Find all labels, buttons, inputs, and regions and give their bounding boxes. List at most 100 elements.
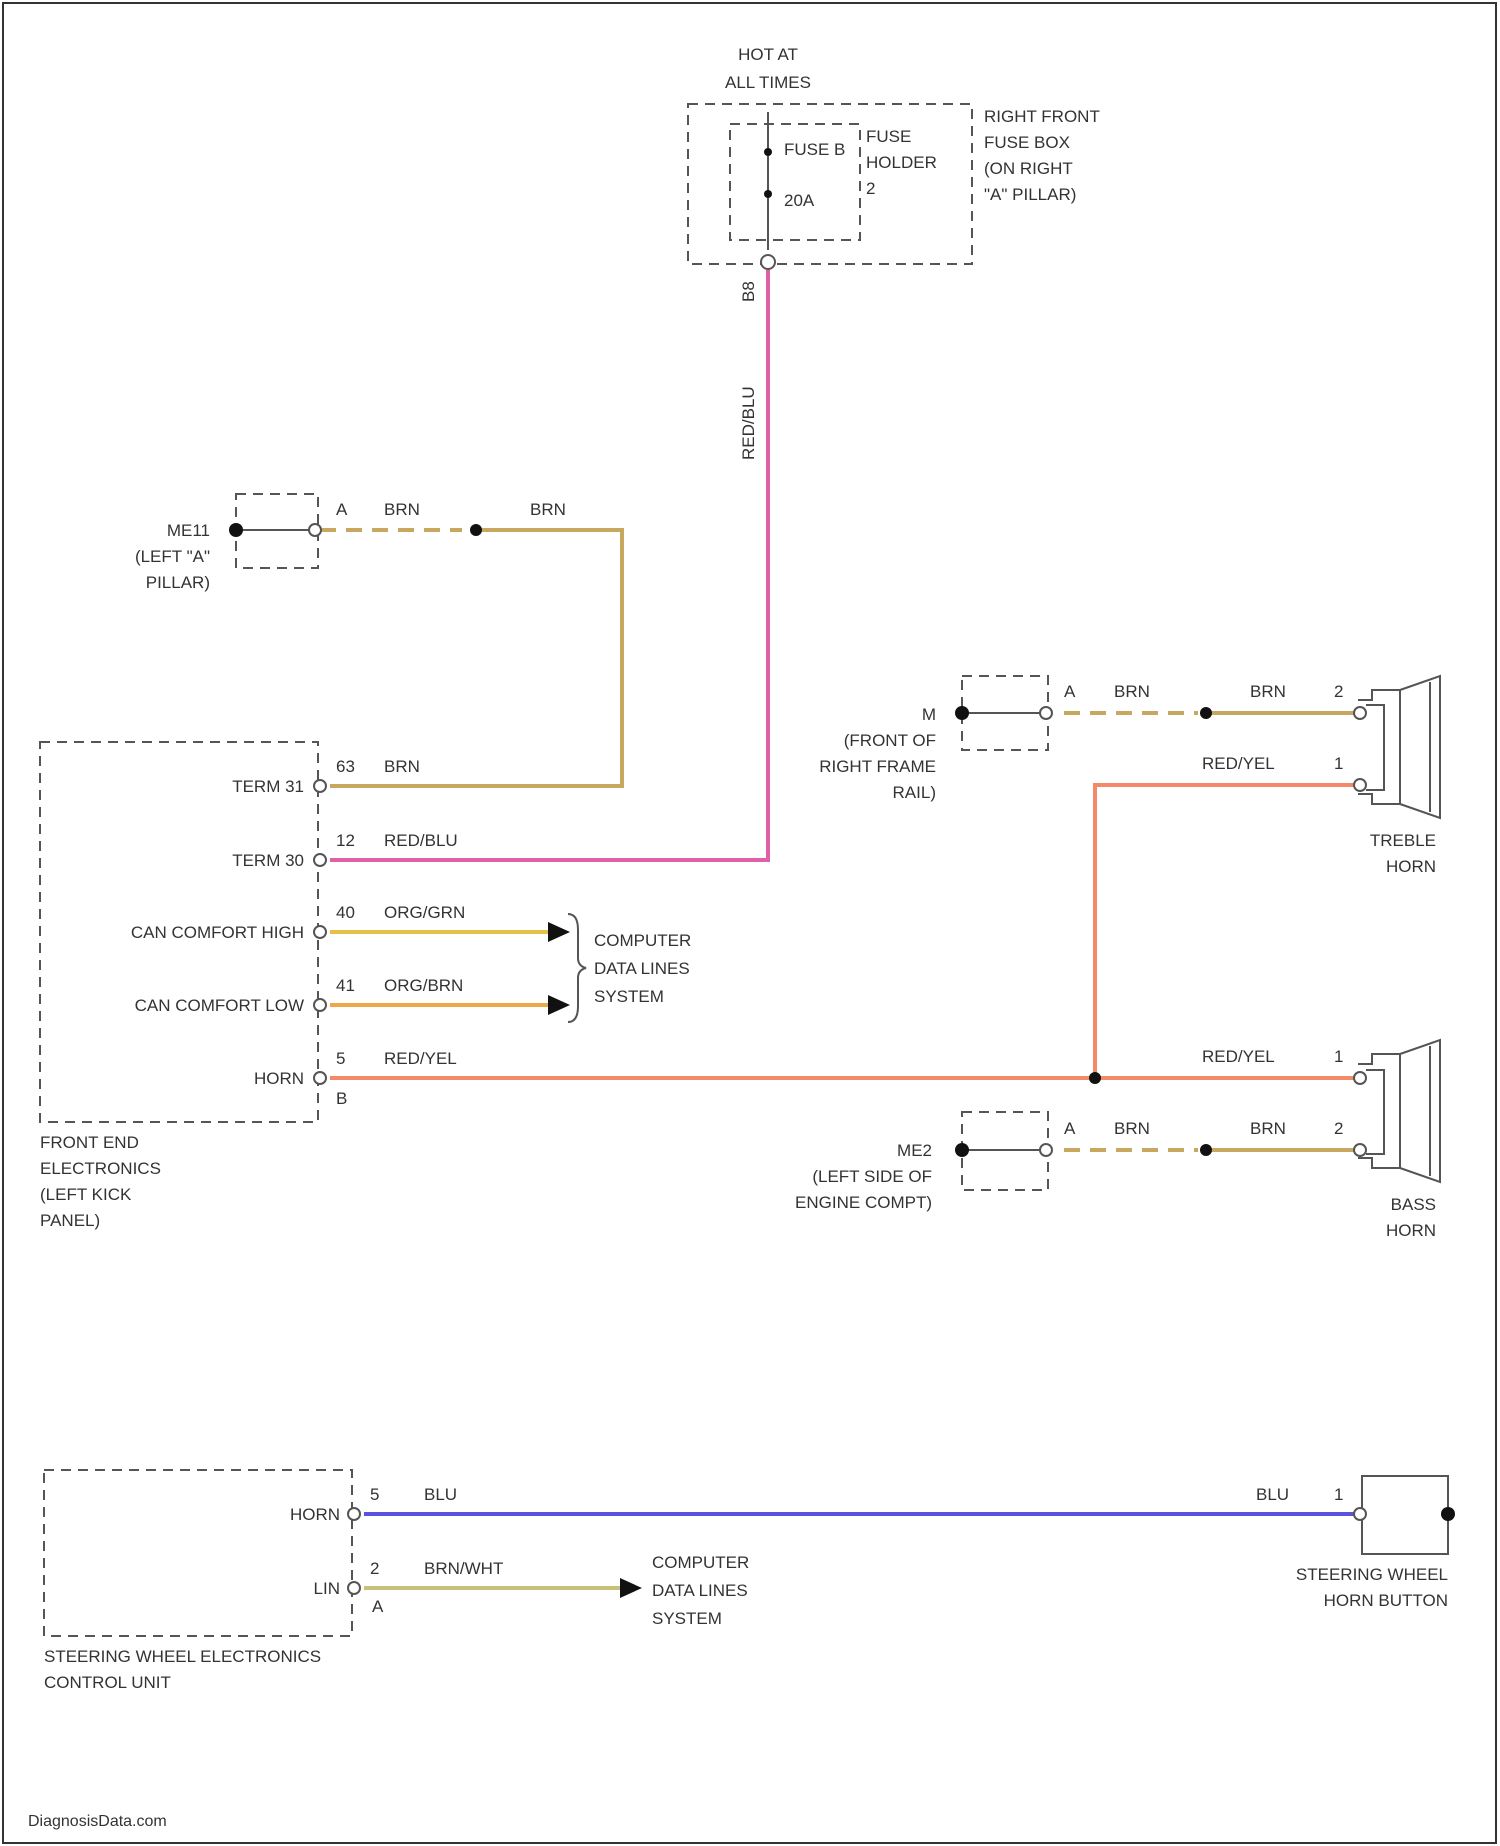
fee-label-term31: TERM 31	[232, 777, 304, 796]
m-name: M	[922, 705, 936, 724]
fee-pin-12-label: 12	[336, 831, 355, 850]
button-name-1: STEERING WHEEL	[1296, 1565, 1448, 1584]
m-loc-2: RIGHT FRAME	[819, 757, 936, 776]
fuse-box-4: "A" PILLAR)	[984, 185, 1076, 204]
fee-pin-5	[314, 1072, 326, 1084]
cdl-arrows-1: COMPUTER DATA LINES SYSTEM	[548, 914, 691, 1022]
swe-pin-2	[348, 1582, 360, 1594]
fuse-pin-label: B8	[739, 281, 758, 302]
fee-pin-40-label: 40	[336, 903, 355, 922]
fuse-holder-3: 2	[866, 179, 875, 198]
fee-name-3: (LEFT KICK	[40, 1185, 132, 1204]
me2-conn: A	[1064, 1119, 1076, 1138]
horn-button: BLU 1 STEERING WHEEL HORN BUTTON	[1256, 1476, 1455, 1610]
me11-loc-1: (LEFT "A"	[135, 547, 210, 566]
button-ground-node	[1441, 1507, 1455, 1521]
fee-conn-b: B	[336, 1089, 347, 1108]
fuse-pin-b8	[761, 255, 775, 269]
treble-pin-1	[1354, 779, 1366, 791]
ground-me2: ME2 (LEFT SIDE OF ENGINE COMPT) A BRN BR…	[795, 1112, 1286, 1212]
cdl1-line-3: SYSTEM	[594, 987, 664, 1006]
ground-me11: ME11 (LEFT "A" PILLAR) A BRN BRN	[135, 494, 566, 592]
hot-label-1: HOT AT	[738, 45, 798, 64]
me11-conn: A	[336, 500, 348, 519]
fuse-box: HOT AT ALL TIMES FUSE B 20A FUSE HOLDER …	[688, 45, 1100, 460]
me11-loc-2: PILLAR)	[146, 573, 210, 592]
treble-pin-1-label: 1	[1334, 754, 1343, 773]
fee-name-2: ELECTRONICS	[40, 1159, 161, 1178]
bass-name-1: BASS	[1391, 1195, 1436, 1214]
cdl2-line-1: COMPUTER	[652, 1553, 749, 1572]
swe-lin-wire: BRN/WHT	[424, 1559, 503, 1578]
fee-label-term30: TERM 30	[232, 851, 304, 870]
treble-name-1: TREBLE	[1370, 831, 1436, 850]
swe-lin-label: LIN	[314, 1579, 340, 1598]
swe-lin-conn: A	[372, 1597, 384, 1616]
treble-pin-2-label: 2	[1334, 682, 1343, 701]
cdl-arrow-2: COMPUTER DATA LINES SYSTEM	[620, 1553, 749, 1628]
button-name-2: HORN BUTTON	[1324, 1591, 1448, 1610]
fee-wire-red-yel: RED/YEL	[384, 1049, 457, 1068]
me11-wire-1: BRN	[384, 500, 420, 519]
m-conn: A	[1064, 682, 1076, 701]
wire-brn-me11	[330, 530, 622, 786]
swe-lin-pin: 2	[370, 1559, 379, 1578]
splice-m	[1200, 707, 1212, 719]
me11-name: ME11	[167, 521, 210, 540]
fuse-node-bottom	[764, 190, 772, 198]
treble-wire-red-yel: RED/YEL	[1202, 754, 1275, 773]
steering-wheel-electronics: HORN LIN 5 2 A BLU BRN/WHT STEERING WHEE…	[44, 1470, 503, 1692]
me2-wire-2: BRN	[1250, 1119, 1286, 1138]
cdl-brace-1	[568, 914, 586, 1022]
m-wire-2: BRN	[1250, 682, 1286, 701]
swe-name-2: CONTROL UNIT	[44, 1673, 171, 1692]
m-wire-1: BRN	[1114, 682, 1150, 701]
bass-wire-red-yel: RED/YEL	[1202, 1047, 1275, 1066]
button-wire: BLU	[1256, 1485, 1289, 1504]
swe-pin-5	[348, 1508, 360, 1520]
fee-pin-40	[314, 926, 326, 938]
me2-wire-1: BRN	[1114, 1119, 1150, 1138]
treble-horn: 2 1 RED/YEL TREBLE HORN	[1202, 676, 1440, 876]
m-loc-1: (FRONT OF	[844, 731, 936, 750]
cdl1-line-2: DATA LINES	[594, 959, 690, 978]
splice-me11	[470, 524, 482, 536]
bass-pin-1-label: 1	[1334, 1047, 1343, 1066]
splice-red-yel	[1089, 1072, 1101, 1084]
fuse-holder-1: FUSE	[866, 127, 911, 146]
ground-m-pin	[1040, 707, 1052, 719]
button-pin-1	[1354, 1508, 1366, 1520]
arrow-can-low	[548, 995, 570, 1015]
m-loc-3: RAIL)	[893, 783, 936, 802]
fee-pin-5-label: 5	[336, 1049, 345, 1068]
treble-name-2: HORN	[1386, 857, 1436, 876]
fuse-wire-label: RED/BLU	[739, 386, 758, 460]
fuse-holder-2: HOLDER	[866, 153, 937, 172]
fee-pin-63	[314, 780, 326, 792]
fee-pin-41-label: 41	[336, 976, 355, 995]
swe-horn-pin: 5	[370, 1485, 379, 1504]
bass-horn: 1 2 RED/YEL BASS HORN	[1202, 1040, 1440, 1240]
arrow-can-high	[548, 922, 570, 942]
front-end-electronics: TERM 31 TERM 30 CAN COMFORT HIGH CAN COM…	[40, 742, 465, 1230]
ground-me11-pin	[309, 524, 321, 536]
fee-pin-41	[314, 999, 326, 1011]
fee-wire-org-grn: ORG/GRN	[384, 903, 465, 922]
fee-wire-brn: BRN	[384, 757, 420, 776]
me2-loc-2: ENGINE COMPT)	[795, 1193, 932, 1212]
cdl2-line-3: SYSTEM	[652, 1609, 722, 1628]
fee-wire-org-brn: ORG/BRN	[384, 976, 463, 995]
bass-pin-2	[1354, 1144, 1366, 1156]
bass-pin-1	[1354, 1072, 1366, 1084]
fee-label-can-high: CAN COMFORT HIGH	[131, 923, 304, 942]
cdl2-line-2: DATA LINES	[652, 1581, 748, 1600]
ground-m-node	[955, 706, 969, 720]
arrow-lin	[620, 1578, 642, 1598]
ground-me11-node	[229, 523, 243, 537]
swe-horn-wire: BLU	[424, 1485, 457, 1504]
fuse-box-1: RIGHT FRONT	[984, 107, 1100, 126]
me2-name: ME2	[897, 1141, 932, 1160]
hot-label-2: ALL TIMES	[725, 73, 811, 92]
